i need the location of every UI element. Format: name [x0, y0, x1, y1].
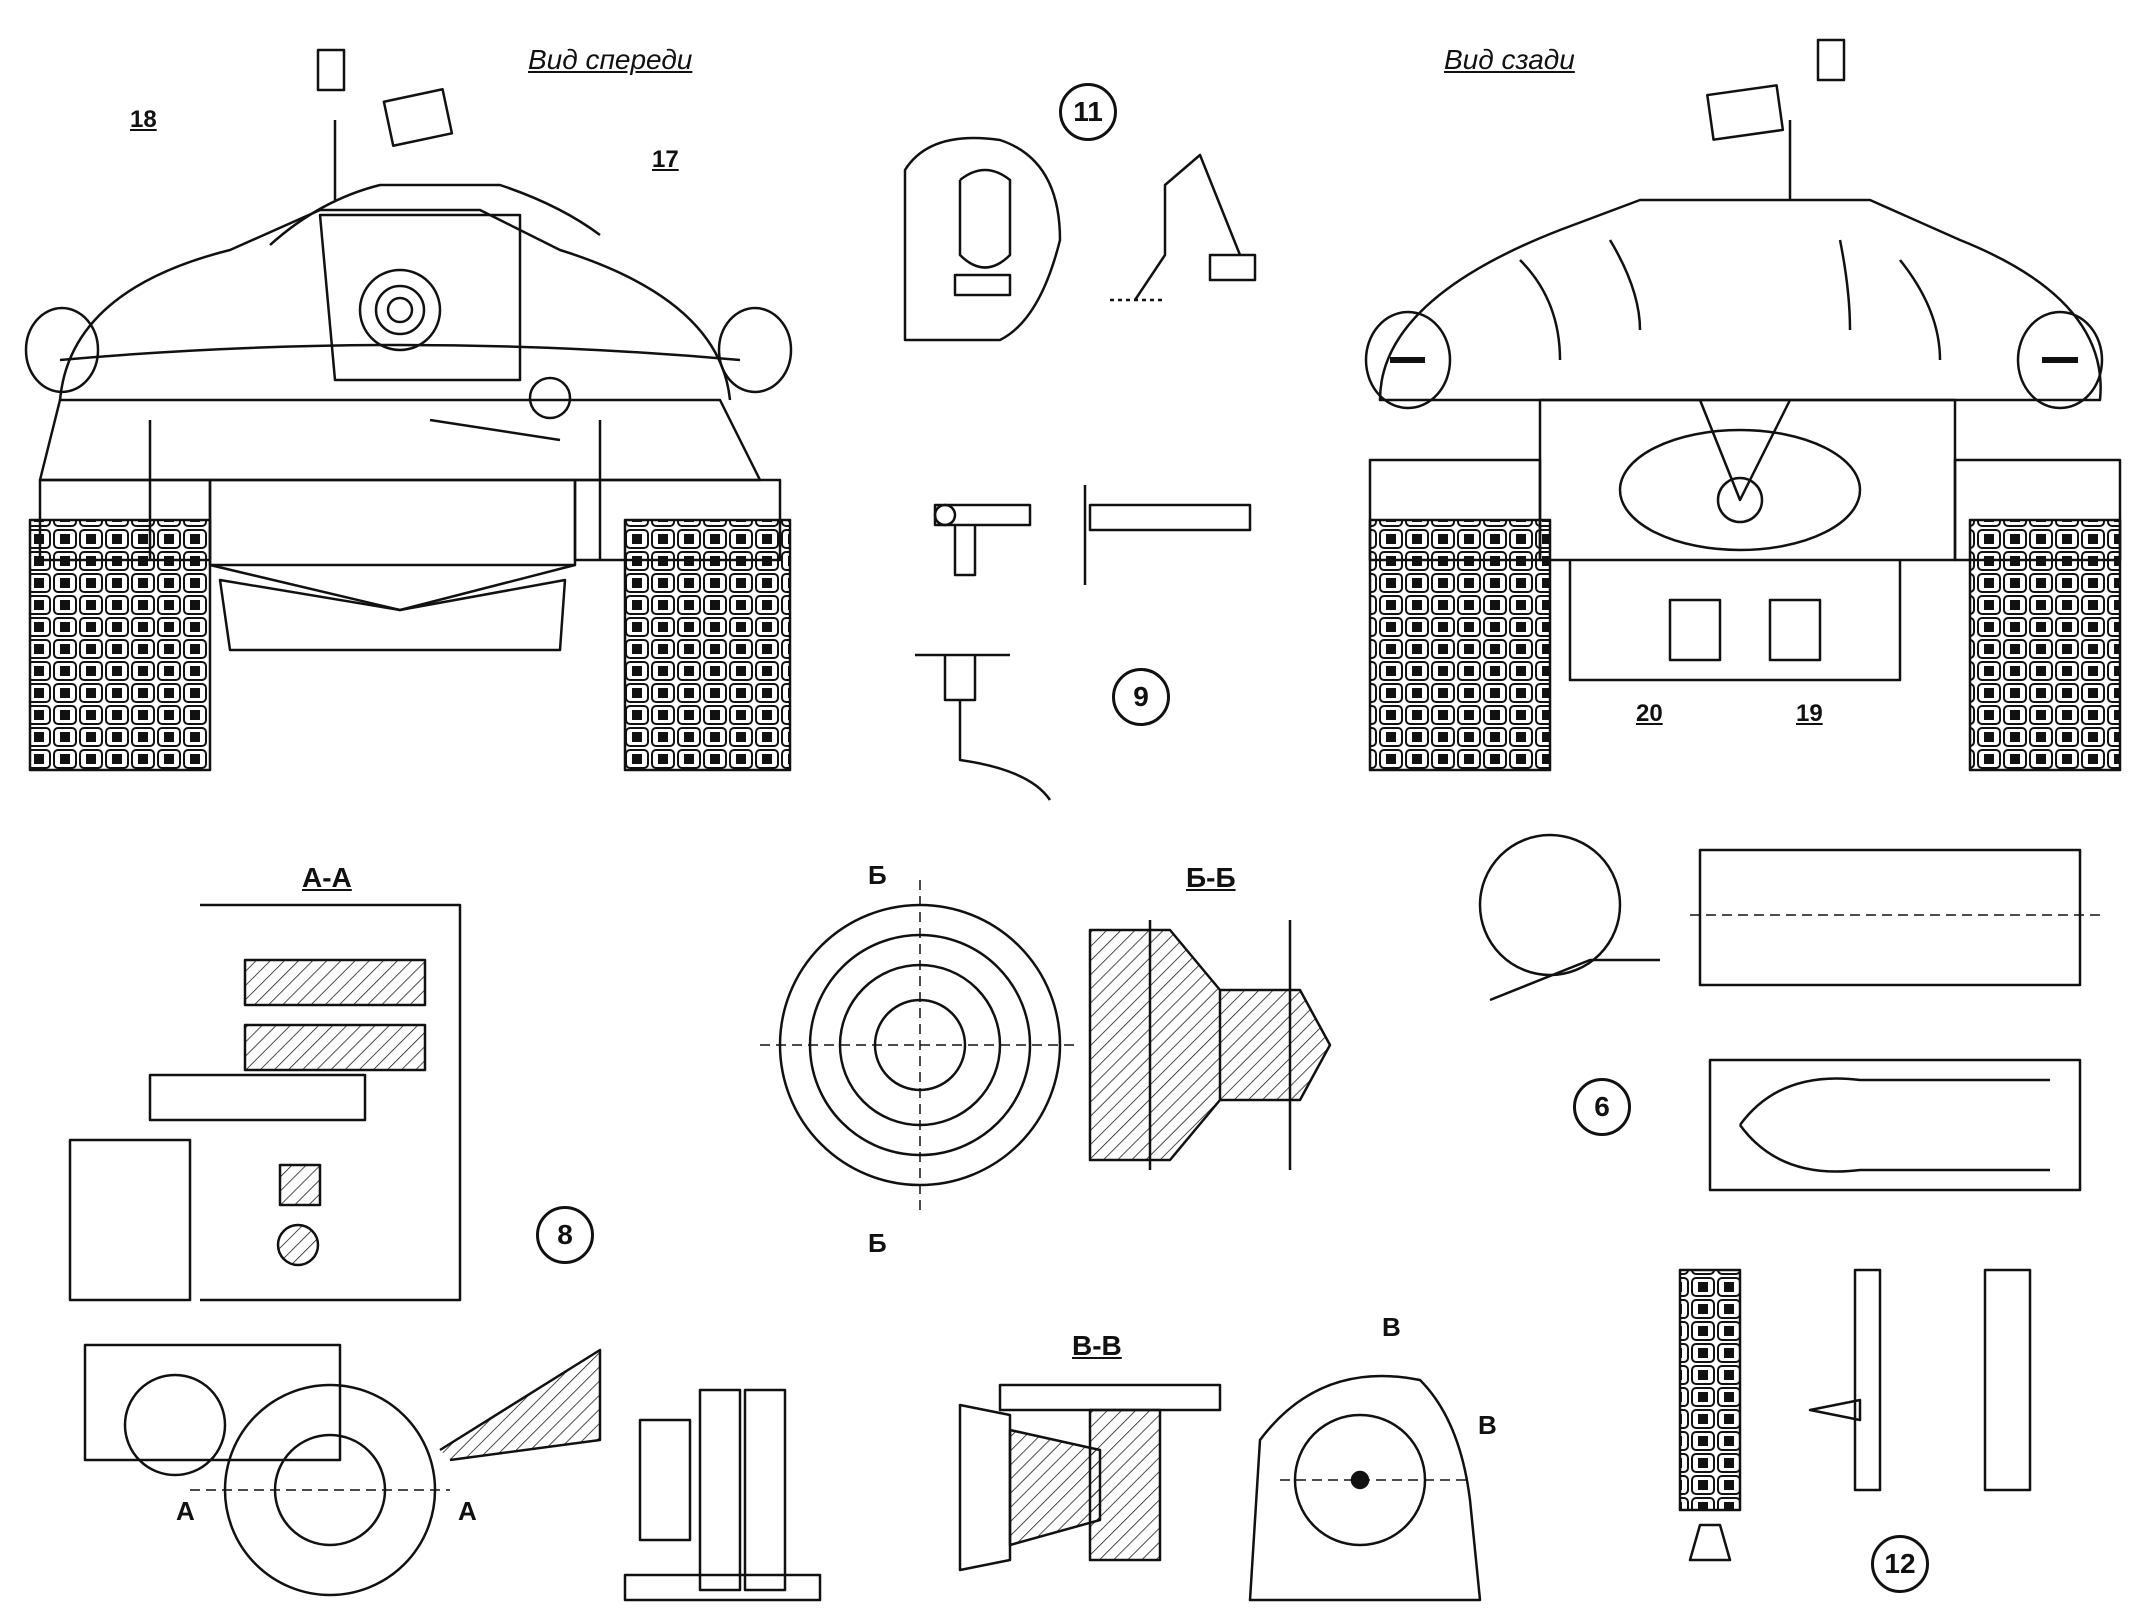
detail-number-11: 11 — [1059, 83, 1117, 141]
section-vv-title: В-В — [1072, 1330, 1122, 1361]
section-bb-title: Б-Б — [1186, 862, 1236, 893]
callout-20: 20 — [1636, 700, 1663, 727]
detail-9-drawing — [915, 485, 1252, 801]
section-mark-a-left: А — [176, 1496, 195, 1526]
section-mark-v-right: В — [1478, 1410, 1497, 1440]
detail-12-drawing — [1678, 1268, 2032, 1562]
section-vv-drawing — [958, 1383, 1222, 1572]
detail-number-12: 12 — [1871, 1535, 1929, 1593]
section-mark-a-right: А — [458, 1496, 477, 1526]
section-mark-v-top: В — [1382, 1312, 1401, 1342]
front-view-drawing — [24, 48, 793, 772]
rear-view-drawing — [1364, 38, 2122, 772]
section-mark-b-bottom: Б — [868, 1228, 887, 1258]
rear-view-title: Вид сзади — [1444, 44, 1575, 75]
section-mark-b-top: Б — [868, 860, 887, 890]
detail-number-6: 6 — [1573, 1078, 1631, 1136]
detail-number-8: 8 — [536, 1206, 594, 1264]
callout-17: 17 — [652, 146, 679, 173]
detail-6-drawing — [1478, 833, 2100, 1192]
callout-18: 18 — [130, 106, 157, 133]
detail-v-flange-drawing — [1248, 1374, 1482, 1602]
detail-11-drawing — [903, 136, 1257, 342]
detail-8-drawing — [83, 1343, 822, 1602]
sprocket-section-drawing — [1088, 920, 1332, 1170]
sprocket-front-drawing — [760, 880, 1080, 1210]
section-aa-title: А-А — [302, 862, 352, 893]
front-view-title: Вид спереди — [528, 44, 693, 75]
detail-number-9: 9 — [1112, 668, 1170, 726]
section-aa-drawing — [68, 903, 462, 1302]
callout-19: 19 — [1796, 700, 1823, 727]
